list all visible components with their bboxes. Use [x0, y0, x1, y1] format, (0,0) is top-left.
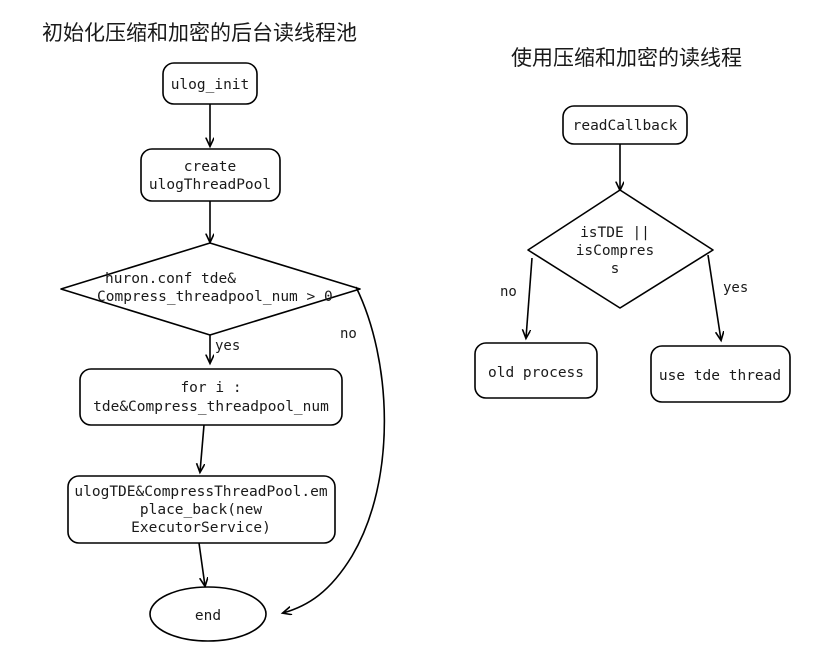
node-decision-threadpool-num[interactable]: huron.conf tde& Compress_threadpool_num … — [60, 242, 361, 336]
edge-label-left-no: no — [340, 326, 357, 342]
edge-decision-no — [283, 286, 386, 613]
node-emplace-back-line1: ulogTDE&CompressThreadPool.em — [74, 484, 327, 500]
node-use-tde-thread-label: use tde thread — [659, 368, 781, 384]
node-decision-istde-iscompress[interactable]: isTDE || isCompres s — [527, 189, 714, 309]
node-decision-threadpool-num-line1: huron.conf tde& — [105, 271, 236, 287]
node-create-ulogthreadpool-shape — [140, 148, 281, 202]
left-flowchart: 初始化压缩和加密的后台读线程池 ulog_init create ulogThr… — [42, 21, 386, 642]
node-end[interactable]: end — [149, 586, 267, 642]
node-decision-threadpool-num-line2: Compress_threadpool_num > 0 — [97, 289, 333, 305]
node-ulog-init[interactable]: ulog_init — [162, 62, 258, 105]
node-emplace-back-line2: place_back(new — [140, 502, 262, 518]
node-create-ulogthreadpool-line2: ulogThreadPool — [149, 177, 271, 193]
node-old-process-label: old process — [488, 365, 584, 381]
right-flowchart: 使用压缩和加密的读线程 readCallback isTDE || isComp… — [474, 46, 791, 403]
node-for-loop-line1: for i : — [180, 380, 241, 396]
right-chart-title: 使用压缩和加密的读线程 — [511, 46, 742, 70]
node-emplace-back-line3: ExecutorService) — [131, 520, 271, 536]
node-read-callback-shape — [562, 105, 688, 145]
node-end-label: end — [195, 608, 221, 624]
node-emplace-back[interactable]: ulogTDE&CompressThreadPool.em place_back… — [67, 475, 336, 544]
node-create-ulogthreadpool-line1: create — [184, 159, 236, 175]
node-for-loop-line2: tde&Compress_threadpool_num — [93, 399, 329, 415]
node-create-ulogthreadpool[interactable]: create ulogThreadPool — [140, 148, 281, 202]
node-end-shape — [149, 586, 267, 642]
node-read-callback[interactable]: readCallback — [562, 105, 688, 145]
node-use-tde-thread[interactable]: use tde thread — [650, 345, 791, 403]
node-decision-istde-line3: s — [611, 261, 620, 277]
edge-right-yes — [707, 254, 721, 340]
edge-right-no — [526, 257, 533, 338]
node-decision-istde-line1: isTDE || — [580, 225, 650, 241]
node-for-loop[interactable]: for i : tde&Compress_threadpool_num — [79, 368, 343, 426]
node-emplace-back-shape — [67, 475, 336, 544]
node-ulog-init-label: ulog_init — [171, 77, 250, 93]
node-use-tde-thread-shape — [650, 345, 791, 403]
node-old-process-shape — [474, 342, 598, 399]
node-read-callback-label: readCallback — [573, 118, 678, 134]
edge-label-left-yes: yes — [215, 338, 240, 354]
node-for-loop-shape — [79, 368, 343, 426]
left-chart-title: 初始化压缩和加密的后台读线程池 — [42, 21, 357, 45]
edge-forloop-to-emplace — [200, 424, 204, 472]
edge-emplace-to-end — [198, 542, 205, 586]
edge-label-right-no: no — [500, 284, 517, 300]
node-decision-istde-iscompress-shape — [527, 189, 714, 309]
node-decision-istde-line2: isCompres — [576, 243, 655, 259]
node-old-process[interactable]: old process — [474, 342, 598, 399]
edge-label-right-yes: yes — [723, 280, 748, 296]
